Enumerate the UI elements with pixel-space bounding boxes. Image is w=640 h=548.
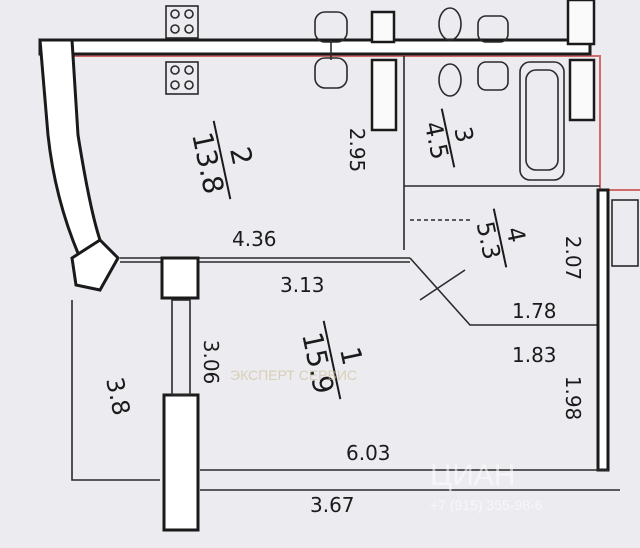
dim-room-length: 6.03 — [346, 441, 391, 465]
dim-hall-width: 1.78 — [512, 299, 557, 323]
dim-hall-depth: 2.07 — [561, 236, 585, 281]
toilet-icon — [438, 7, 462, 97]
vent-shaft-4 — [566, 0, 596, 46]
corner-block — [70, 238, 120, 292]
dim-kitchen-width: 4.36 — [232, 227, 277, 251]
dim-room-right: 1.98 — [561, 376, 585, 421]
stove-icon-2 — [165, 61, 199, 95]
entry-door — [611, 199, 639, 267]
wall-right — [596, 188, 610, 472]
main-room-number: 1 — [333, 344, 369, 368]
dim-kitchen-depth: 2.95 — [345, 128, 369, 173]
wall-curved — [38, 38, 102, 261]
door-swing — [419, 269, 466, 301]
watermark-company: ЭКСПЕРТ СЕРВИС — [230, 367, 357, 383]
washbasin-icon — [477, 15, 509, 91]
wall-top — [38, 38, 592, 56]
balcony-area: 3.8 — [100, 375, 135, 418]
room-label-main: 1 15.9 — [295, 320, 369, 400]
main-room-area: 15.9 — [295, 329, 340, 397]
dim-room-side: 3.06 — [199, 340, 223, 385]
room-label-bathroom: 3 4.5 — [419, 108, 479, 168]
kitchen-number: 2 — [223, 144, 259, 168]
bathtub — [519, 61, 565, 181]
outline-boundary — [68, 55, 640, 191]
dim-balcony-length: 3.67 — [310, 493, 355, 517]
watermark-brand: ЦИАН — [430, 459, 515, 492]
sink-icon — [314, 11, 348, 89]
room-label-kitchen: 2 13.8 — [185, 120, 259, 200]
balcony-wall — [162, 393, 200, 532]
bathroom-number: 3 — [448, 124, 479, 145]
balcony-edge — [71, 300, 160, 481]
vent-shaft — [370, 58, 398, 132]
vent-shaft-2 — [370, 10, 396, 44]
stove-icon — [165, 5, 199, 39]
watermark-phone: +7 (915) 355-98-6 — [430, 497, 543, 513]
dim-room-inner: 3.13 — [280, 273, 325, 297]
hall-area: 5.3 — [471, 219, 506, 262]
hall-number: 4 — [500, 224, 531, 245]
room-label-hall: 4 5.3 — [471, 208, 531, 268]
dim-room-width: 1.83 — [512, 343, 557, 367]
column — [160, 256, 200, 300]
vent-shaft-3 — [568, 58, 596, 122]
wall-hall — [409, 257, 600, 326]
balcony-door — [171, 299, 191, 396]
kitchen-area: 13.8 — [185, 129, 230, 197]
bathroom-area: 4.5 — [419, 119, 454, 162]
